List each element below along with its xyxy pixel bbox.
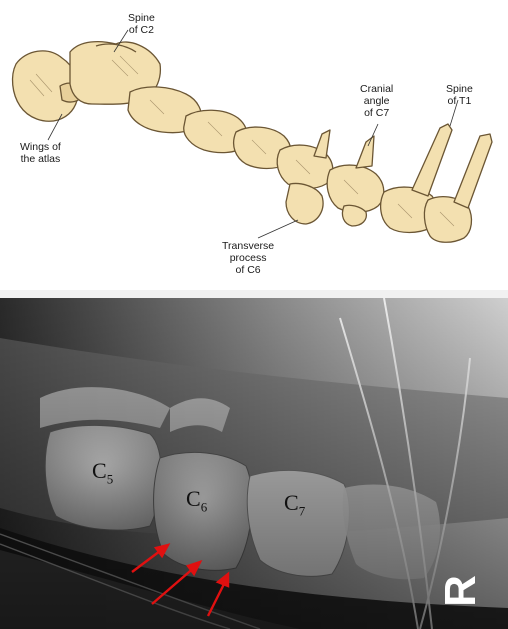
label-line: Spine (128, 12, 155, 24)
lateral-cervical-radiograph (0, 298, 508, 629)
label-c7: C7 (284, 490, 305, 519)
label-c7-sub: 7 (298, 503, 306, 519)
label-line: of C6 (235, 264, 261, 276)
label-line: of T1 (447, 95, 472, 107)
label-c6-base: C (186, 486, 201, 511)
label-c6-sub: 6 (200, 499, 208, 515)
label-transverse-process-of-c6: Transverse process of C6 (222, 240, 274, 276)
label-c6: C6 (186, 486, 207, 515)
arrow-group (131, 543, 230, 617)
arrow-3 (206, 579, 228, 617)
label-line: the atlas (20, 153, 61, 165)
arrow-2 (151, 565, 197, 605)
vertebrae-illustration-panel: Spine of C2 Wings of the atlas Cranial a… (0, 0, 508, 298)
cervical-spine-illustration (11, 29, 493, 243)
label-c7-base: C (284, 490, 299, 515)
label-line: of C7 (364, 107, 390, 119)
label-line: process (229, 252, 267, 264)
label-line: of C2 (128, 24, 154, 36)
label-line: angle (363, 95, 390, 107)
label-line: Spine (446, 83, 473, 95)
label-c5: C5 (92, 458, 113, 487)
label-line: Transverse (222, 240, 275, 252)
label-spine-of-c2: Spine of C2 (128, 12, 155, 36)
label-line: Wings of (20, 141, 61, 153)
label-c5-base: C (92, 458, 107, 483)
radiograph-panel: C5 C6 C7 R (0, 298, 508, 629)
label-wings-of-the-atlas: Wings of the atlas (20, 141, 61, 165)
label-spine-of-t1: Spine of T1 (446, 83, 473, 107)
arrow-2-head (186, 559, 203, 577)
label-cranial-angle-of-c7: Cranial angle of C7 (360, 83, 393, 119)
label-line: Cranial (360, 83, 394, 95)
label-c5-sub: 5 (106, 471, 114, 487)
side-marker-r: R (436, 575, 485, 607)
panel-divider (0, 290, 508, 298)
arrow-3-head (215, 571, 230, 588)
arrow-1-head (153, 543, 171, 559)
